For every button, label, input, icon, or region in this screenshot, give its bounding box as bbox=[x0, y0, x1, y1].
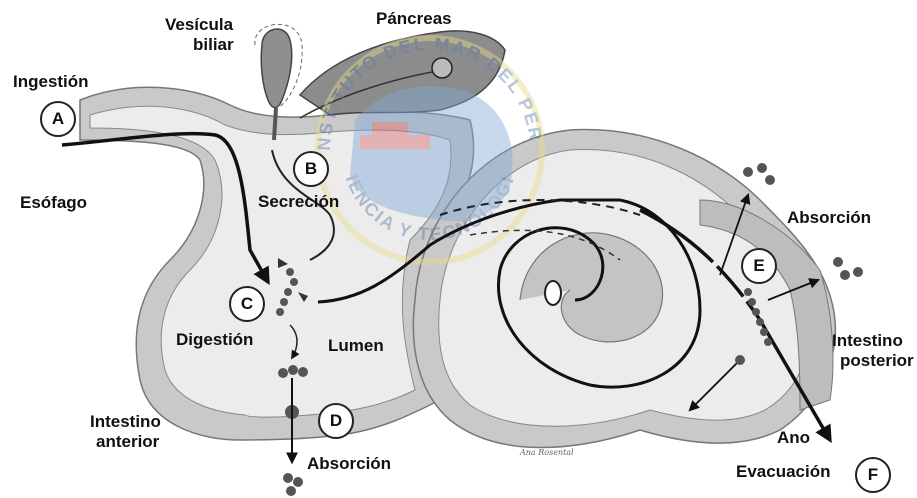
badge-d: D bbox=[318, 403, 354, 439]
label-posterior-line1: Intestino bbox=[832, 331, 914, 351]
label-gallbladder: Vesícula biliar bbox=[165, 15, 234, 55]
label-anus: Ano bbox=[777, 428, 810, 448]
wall-exchange-site bbox=[735, 355, 745, 365]
label-gallbladder-line2: biliar bbox=[165, 35, 234, 55]
label-absorption-right: Absorción bbox=[787, 208, 871, 228]
label-pancreas: Páncreas bbox=[376, 9, 452, 29]
label-secretion: Secreción bbox=[258, 192, 339, 212]
label-ingestion: Ingestión bbox=[13, 72, 89, 92]
label-posterior-line2: posterior bbox=[832, 351, 914, 371]
badge-e: E bbox=[741, 248, 777, 284]
label-absorption-bottom: Absorción bbox=[307, 454, 391, 474]
label-anterior-line1: Intestino bbox=[90, 412, 161, 432]
label-posterior-intestine: Intestino posterior bbox=[832, 331, 914, 371]
coil-center bbox=[545, 281, 561, 305]
badge-b: B bbox=[293, 151, 329, 187]
badge-f: F bbox=[855, 457, 891, 493]
absorbed-particles-out bbox=[283, 473, 303, 496]
label-evacuation: Evacuación bbox=[736, 462, 831, 482]
label-gallbladder-line1: Vesícula bbox=[165, 15, 234, 35]
absorbed-particles-right bbox=[833, 257, 863, 280]
absorbed-particles-upper bbox=[743, 163, 775, 185]
pancreas-duct bbox=[432, 58, 452, 78]
badge-a: A bbox=[40, 101, 76, 137]
bile-duct bbox=[274, 108, 276, 140]
label-esophagus: Esófago bbox=[20, 193, 87, 213]
label-digestion: Digestión bbox=[176, 330, 253, 350]
artist-signature: Ana Rosental bbox=[520, 448, 574, 457]
label-lumen: Lumen bbox=[328, 336, 384, 356]
label-anterior-line2: anterior bbox=[90, 432, 161, 452]
label-anterior-intestine: Intestino anterior bbox=[90, 412, 161, 452]
badge-c: C bbox=[229, 286, 265, 322]
gallbladder bbox=[261, 29, 291, 107]
